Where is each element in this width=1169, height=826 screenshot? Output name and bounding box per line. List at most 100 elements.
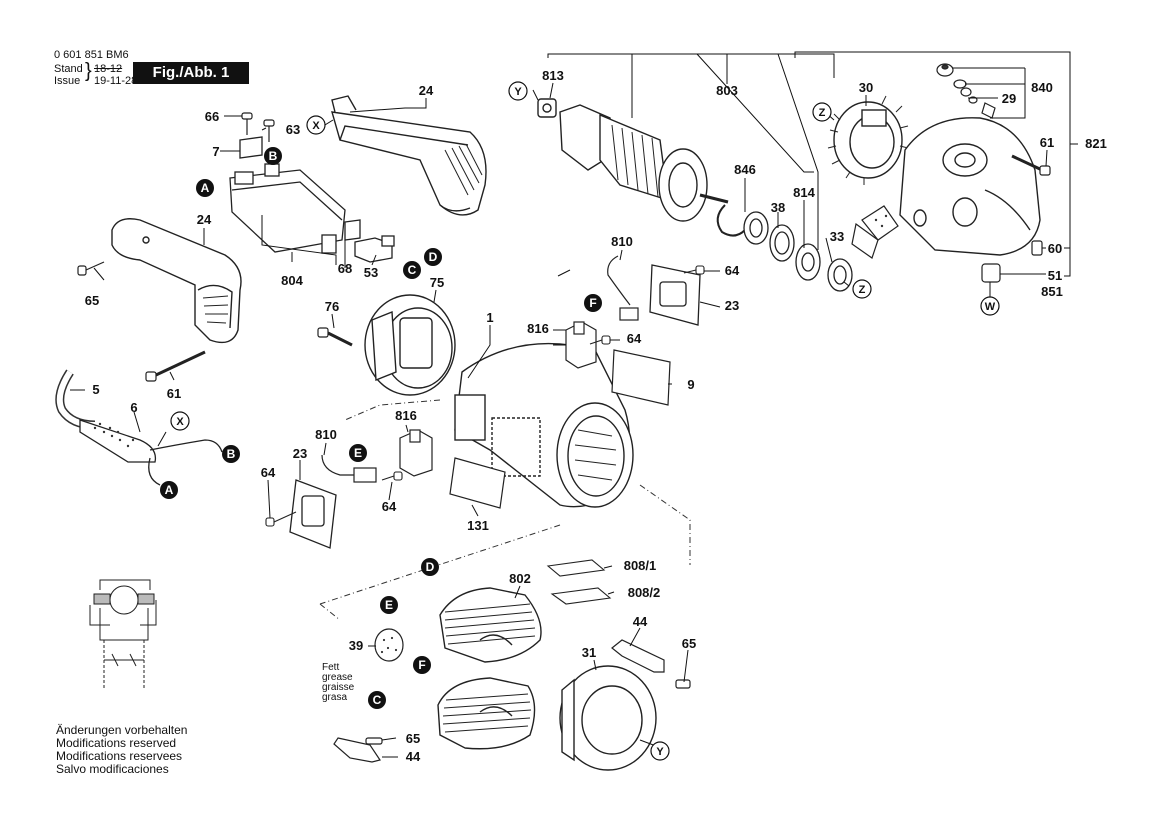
grease-label-en: grease <box>322 672 353 683</box>
part-label-24-upper: 24 <box>419 83 434 98</box>
part-label-53: 53 <box>364 265 378 280</box>
part-label-63: 63 <box>286 122 300 137</box>
cable-clamp-lower-drawing <box>333 737 383 763</box>
part-label-30: 30 <box>859 80 873 95</box>
part-label-7: 7 <box>212 144 219 159</box>
issue-date: 19-11-28 <box>94 75 138 87</box>
part-label-61-upper: 61 <box>1040 135 1054 150</box>
callout-c-lower: C <box>368 691 386 709</box>
armature-drawing <box>537 98 729 222</box>
part-label-846: 846 <box>734 162 756 177</box>
part-label-131: 131 <box>467 518 489 533</box>
callout-w: W <box>980 296 1000 316</box>
callout-e-lower: E <box>380 596 398 614</box>
screws-65-61-drawing <box>77 261 206 382</box>
part-label-66: 66 <box>205 109 219 124</box>
svg-text:C: C <box>408 263 417 277</box>
svg-text:D: D <box>429 250 438 264</box>
svg-text:F: F <box>589 296 596 310</box>
end-shield-drawing <box>364 294 456 396</box>
part-label-9: 9 <box>687 377 694 392</box>
part-label-1: 1 <box>486 310 493 325</box>
note-es: Salvo modificaciones <box>56 762 169 776</box>
part-number: 0 601 851 BM6 <box>54 49 129 61</box>
svg-text:E: E <box>354 446 362 460</box>
svg-text:X: X <box>312 120 320 132</box>
callout-y-lower: Y <box>650 741 670 761</box>
part-label-851: 851 <box>1041 284 1063 299</box>
callout-a-cable: A <box>160 481 178 499</box>
part-label-61-handle: 61 <box>167 386 181 401</box>
rating-plate-9-drawing <box>611 349 671 406</box>
callout-d-upper: D <box>424 248 442 266</box>
part-label-24-handle: 24 <box>197 212 212 227</box>
part-label-23-lower: 23 <box>293 446 307 461</box>
part-label-64-cover: 64 <box>261 465 276 480</box>
svg-text:B: B <box>227 447 236 461</box>
callout-b-cable: B <box>222 445 240 463</box>
wiring-schematic-drawing <box>89 579 157 690</box>
svg-text:A: A <box>201 181 210 195</box>
part-label-39: 39 <box>349 638 363 653</box>
svg-text:E: E <box>385 598 393 612</box>
part-label-51: 51 <box>1048 268 1062 283</box>
assembly-guide-lines <box>319 399 691 621</box>
callout-f-upper: F <box>584 294 602 312</box>
callout-f-lower: F <box>413 656 431 674</box>
part-number-labels: 24 66 63 7 804 68 53 24 65 61 5 6 76 75 … <box>85 68 1107 764</box>
cable-clamp-upper-drawing <box>611 639 691 689</box>
svg-text:Z: Z <box>819 107 826 119</box>
brush-cover-lower-drawing <box>289 479 337 549</box>
callout-x-housing: X <box>306 115 326 135</box>
screw-76-drawing <box>317 327 353 347</box>
part-label-65-clamp: 65 <box>682 636 696 651</box>
part-label-29: 29 <box>1002 91 1016 106</box>
part-label-65-lower: 65 <box>406 731 420 746</box>
grease-note: Fett grease graisse grasa <box>322 662 355 703</box>
part-label-821: 821 <box>1085 136 1107 151</box>
part-label-808-1: 808/1 <box>624 558 657 573</box>
rear-handle-drawing <box>111 218 242 344</box>
part-label-816-upper: 816 <box>527 321 549 336</box>
part-label-64-brush: 64 <box>627 331 642 346</box>
brush-holder-upper-drawing <box>565 321 597 369</box>
part-label-38: 38 <box>771 200 785 215</box>
plate-131-drawing <box>449 457 506 509</box>
part-label-68: 68 <box>338 261 352 276</box>
callout-z-bearing: Z <box>852 279 872 299</box>
callout-x-cable: X <box>170 411 190 431</box>
bevel-gear-drawing <box>827 95 909 185</box>
cap-851-drawing <box>981 263 1001 283</box>
part-label-60: 60 <box>1048 241 1062 256</box>
grease-pot-drawing <box>374 628 404 662</box>
bearing-parts-drawing <box>716 204 853 292</box>
svg-text:Y: Y <box>656 746 664 758</box>
leader-lines <box>70 51 1078 758</box>
brace-icon: } <box>85 60 92 82</box>
svg-text:F: F <box>418 658 425 672</box>
note-fr: Modifications reservees <box>56 749 183 763</box>
part-label-23-upper: 23 <box>725 298 739 313</box>
switch-assembly-drawing <box>229 136 395 263</box>
screw-61-upper-drawing <box>1011 154 1051 176</box>
labels-808-drawing <box>546 559 612 605</box>
part-label-803: 803 <box>716 83 738 98</box>
svg-text:X: X <box>176 416 184 428</box>
stand-date: 18-12 <box>94 63 123 75</box>
part-label-810-upper: 810 <box>611 234 633 249</box>
carbon-brush-upper-drawing <box>607 255 639 321</box>
screw-60-drawing <box>1031 240 1043 256</box>
connector-callouts-filled: A B D C F E B A D E F C <box>160 147 602 709</box>
grease-label-fr: graisse <box>322 682 355 693</box>
spring-pad-drawing <box>851 205 899 259</box>
svg-text:Z: Z <box>859 284 866 296</box>
part-label-64-lower: 64 <box>382 499 397 514</box>
field-coil-upper-drawing <box>439 587 542 663</box>
part-label-76: 76 <box>325 299 339 314</box>
svg-text:W: W <box>985 301 996 313</box>
svg-text:C: C <box>373 693 382 707</box>
spindle-lock-drawing <box>936 63 996 119</box>
callout-z-gear: Z <box>812 102 832 122</box>
svg-text:B: B <box>269 149 278 163</box>
